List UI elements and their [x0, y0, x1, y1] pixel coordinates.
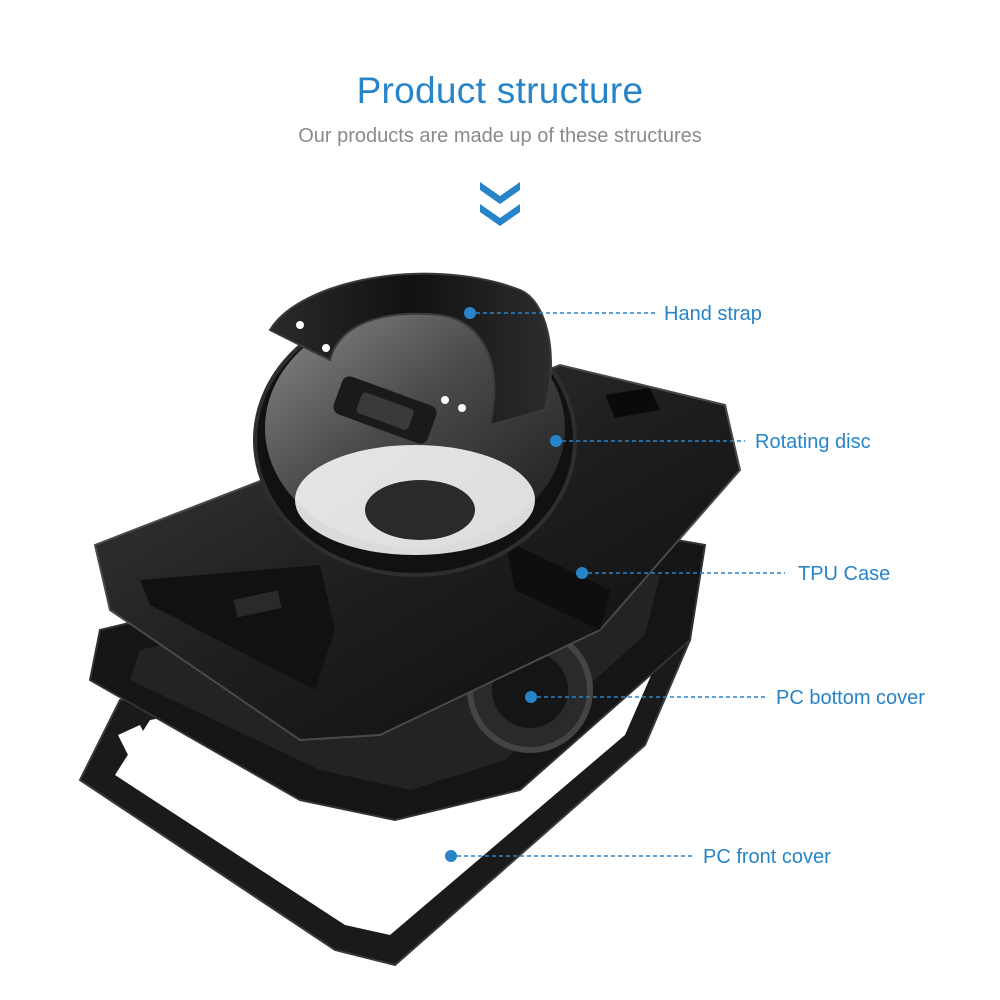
callout-rotating-disc-leader — [550, 435, 745, 447]
label-tpu-case: TPU Case — [798, 563, 891, 585]
callout-tpu-case-leader — [576, 567, 785, 579]
label-hand-strap: Hand strap — [664, 303, 762, 325]
page-subtitle: Our products are made up of these struct… — [298, 125, 702, 147]
callout-pc-bottom-cover-leader — [525, 691, 768, 703]
page-title: Product structure — [356, 70, 644, 111]
callout-hand-strap-leader — [464, 307, 655, 319]
double-chevron-down-icon — [480, 182, 520, 226]
label-pc-bottom-cover: PC bottom cover — [776, 687, 925, 709]
hand-strap-part — [268, 272, 552, 427]
label-rotating-disc: Rotating disc — [755, 431, 871, 453]
callout-pc-front-cover-leader — [445, 850, 695, 862]
label-pc-front-cover: PC front cover — [703, 846, 831, 868]
